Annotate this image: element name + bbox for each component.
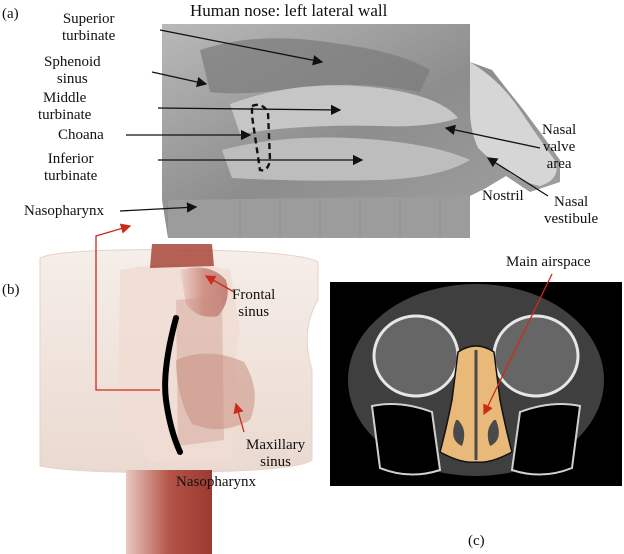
label-nostril: Nostril (482, 188, 524, 204)
top-cap (150, 244, 214, 268)
nose-tip (470, 62, 557, 186)
label-nasopharynx-b: Nasopharynx (176, 474, 256, 490)
panel-a-title: Human nose: left lateral wall (190, 1, 388, 20)
superior-meatus-region (200, 38, 430, 94)
label-inferior-turbinate: Inferior turbinate (44, 151, 98, 184)
label-maxillary-sinus: Maxillary sinus (246, 437, 306, 470)
label-superior-turbinate: Superior turbinate (62, 11, 116, 44)
panel-b-marker: (b) (2, 282, 20, 298)
label-nasal-valve-area: Nasal valve area (542, 122, 577, 172)
inner-red-tint (176, 296, 224, 446)
ct-right-turbinate (487, 420, 499, 446)
airway-tube (162, 315, 183, 455)
texture-lines (239, 198, 441, 236)
panel-a-marker: (a) (2, 6, 19, 22)
label-frontal-sinus: Frontal sinus (232, 287, 276, 320)
label-choana: Choana (58, 127, 104, 143)
ct-left-turbinate (453, 420, 465, 446)
panel-c-marker: (c) (468, 533, 485, 549)
label-main-airspace: Main airspace (506, 254, 591, 270)
nasopharynx-floor (168, 196, 470, 238)
label-sphenoid-sinus: Sphenoid sinus (44, 54, 101, 87)
label-nasopharynx-a: Nasopharynx (24, 203, 104, 219)
middle-turbinate-shape (230, 85, 458, 134)
black-leaders (119, 29, 549, 213)
ct-left-maxillary (370, 403, 442, 476)
ct-right-maxillary (510, 403, 582, 476)
label-nasal-vestibule: Nasal vestibule (544, 194, 599, 227)
red-leaders (95, 223, 553, 433)
inferior-turbinate-shape (222, 137, 470, 181)
label-middle-turbinate: Middle turbinate (38, 90, 92, 123)
ct-left-orbit (372, 314, 460, 398)
choana-outline (250, 103, 272, 172)
ct-right-orbit (492, 314, 580, 398)
nasopharynx-column (126, 470, 212, 554)
